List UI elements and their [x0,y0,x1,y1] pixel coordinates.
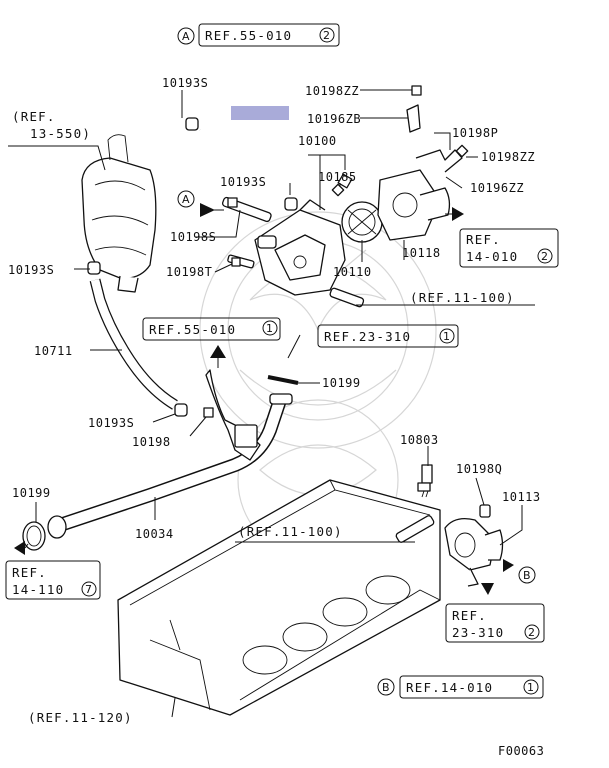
label-10198zz-top: 10198ZZ [305,84,359,98]
label-10193s-top: 10193S [162,76,208,90]
label-10193s-left: 10193S [8,263,54,277]
label-10196zz: 10196ZZ [470,181,524,195]
ref-14-010-line1: REF. [466,232,501,247]
label-10803: 10803 [400,433,439,447]
ref-23-310-line2: 23-310 [452,625,504,640]
ref-23-310-mid: REF.23-310 [324,329,411,344]
label-10199-mid: 10199 [322,376,361,390]
leader-lines [8,89,535,718]
marker-a-mid: A [182,193,190,206]
sensor-10803 [417,464,433,498]
marker-b-right: B [523,569,531,582]
label-10113: 10113 [502,490,541,504]
ref-14-110-num: 7 [85,583,92,596]
ref-13-550-line1: (REF. [12,109,56,124]
label-10110: 10110 [333,265,372,279]
throttle-body [81,134,157,293]
ref-14-010-bottom: REF.14-010 [406,680,493,695]
ref-55-010-top-num: 2 [323,29,330,42]
arrow-to-ref-14-110 [14,541,25,555]
label-10711: 10711 [34,344,73,358]
thermostat [337,173,383,243]
ref-23-310-line1: REF. [452,608,487,623]
arrow-to-ref-23-310 [481,583,494,595]
hose-upper [185,117,298,211]
ref-55-010-mid: REF.55-010 [149,322,236,337]
ref-13-550-line2: 13-550) [30,126,91,141]
part-labels: 10193S 10198ZZ 10196ZB 10100 10198P 1019… [8,76,544,758]
ref-14-110-line2: 14-110 [12,582,64,597]
ref-14-110-line1: REF. [12,565,47,580]
label-10118: 10118 [402,246,441,260]
ref-55-010-top: REF.55-010 [205,28,292,43]
ref-23-310-b-num: 2 [528,626,535,639]
ref-14-010-line2: 14-010 [466,249,518,264]
bolts [203,85,469,418]
label-10034: 10034 [135,527,174,541]
water-inlet-fitting [377,104,463,241]
marker-b-bottom: B [382,681,390,694]
ref-11-120: (REF.11-120) [28,710,133,725]
label-10100: 10100 [298,134,337,148]
label-10198s: 10198S [170,230,216,244]
ref-14-010-bottom-num: 1 [527,681,534,694]
arrows [14,203,514,595]
arrow-up-ref-55-010 [210,345,226,358]
label-10193s-low: 10193S [88,416,134,430]
label-10198: 10198 [132,435,171,449]
cylinder-head [117,479,441,716]
label-10198zz-right: 10198ZZ [481,150,535,164]
diagram-code: F00063 [498,744,544,758]
ref-14-010-num: 2 [541,250,548,263]
arrow-to-b [503,559,514,572]
label-10198t: 10198T [166,265,212,279]
label-10198q: 10198Q [456,462,502,476]
label-10193s-mid: 10193S [220,175,266,189]
reference-callouts: A REF.55-010 2 (REF. 13-550) A REF. 14-0… [5,23,559,725]
highlight-marker [231,106,289,120]
marker-a-top: A [182,30,190,43]
water-pipe-10034 [47,369,293,539]
pipe-stub-upper [329,287,365,308]
ref-11-100-upper: (REF.11-100) [410,290,515,305]
gasket-10199 [22,375,299,551]
ref-55-010-mid-num: 1 [266,322,273,335]
hose-10711 [87,261,188,417]
label-10198p: 10198P [452,126,498,140]
arrow-to-ref-14-010 [452,207,464,221]
label-10199-left: 10199 [12,486,51,500]
ref-23-310-mid-num: 1 [443,330,450,343]
label-10185: 10185 [318,170,357,184]
label-10196zb: 10196ZB [307,112,361,126]
arrow-to-a [200,203,215,217]
ref-11-100-lower: (REF.11-100) [238,524,343,539]
water-outlet-fitting-10113 [444,504,504,587]
